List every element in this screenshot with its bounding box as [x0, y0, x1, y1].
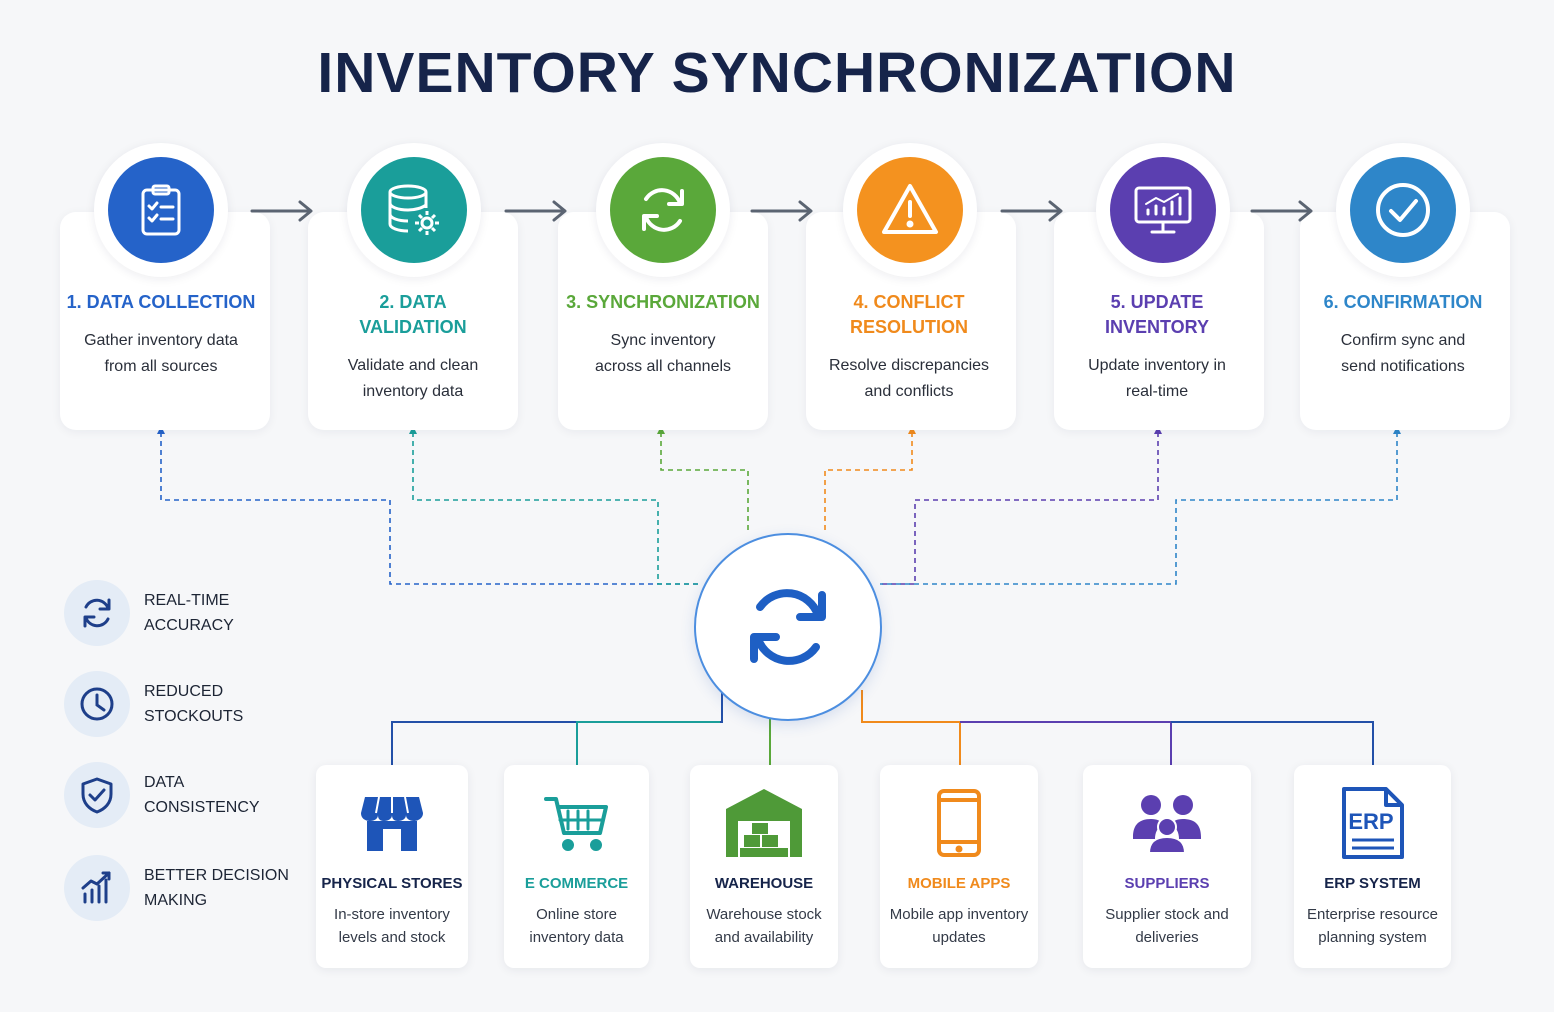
benefit-better-decision-making: BETTER DECISION MAKING	[64, 855, 324, 921]
step-5-badge	[1096, 143, 1230, 277]
step-5-desc: Update inventory in real-time	[1088, 357, 1226, 400]
sync-hub	[694, 533, 882, 721]
erp-icon-text: ERP	[1348, 809, 1393, 834]
check-circle-icon	[1376, 183, 1430, 237]
step-4-badge	[843, 143, 977, 277]
source-e-commerce: E COMMERCE Online store inventory data	[504, 765, 649, 968]
step-6-text: 6. CONFIRMATION Confirm sync and send no…	[1288, 290, 1518, 380]
step-2-desc: Validate and clean inventory data	[347, 357, 479, 400]
source-desc: In-store inventory levels and stock	[334, 906, 450, 946]
connector-source-4	[861, 690, 961, 767]
sync-hub-icon	[750, 589, 826, 665]
step-1-desc: Gather inventory data from all sources	[84, 332, 238, 375]
source-desc: Online store inventory data	[529, 906, 624, 946]
benefit-label: DATA CONSISTENCY	[144, 774, 260, 816]
arrow-right-icon	[504, 200, 567, 222]
benefit-reduced-stockouts: REDUCED STOCKOUTS	[64, 671, 324, 737]
step-2-badge	[347, 143, 481, 277]
shopping-cart-icon	[543, 796, 608, 851]
connector-source-1	[391, 690, 723, 767]
sync-arrows-icon	[642, 188, 684, 232]
connector-source-6	[1171, 721, 1374, 767]
source-title: ERP SYSTEM	[1324, 875, 1421, 892]
connector-step-2	[412, 432, 700, 585]
step-4-title: 4. CONFLICT RESOLUTION	[849, 292, 968, 337]
source-title: WAREHOUSE	[714, 875, 814, 892]
step-3-text: 3. SYNCHRONIZATION Sync inventory across…	[548, 290, 778, 380]
step-2-title: 2. DATA VALIDATION	[359, 292, 467, 337]
storefront-icon	[361, 796, 423, 851]
source-suppliers: SUPPLIERS Supplier stock and deliveries	[1083, 765, 1251, 968]
source-desc: Enterprise resource planning system	[1307, 906, 1438, 946]
source-mobile-apps: MOBILE APPS Mobile app inventory updates	[880, 765, 1038, 968]
monitor-chart-icon	[1134, 186, 1192, 234]
connector-step-4	[824, 432, 913, 534]
step-6-desc: Confirm sync and send notifications	[1340, 332, 1466, 375]
arrow-right-icon	[250, 200, 313, 222]
step-3-title: 3. SYNCHRONIZATION	[566, 292, 760, 312]
connector-source-5	[960, 721, 1172, 767]
source-physical-stores: PHYSICAL STORES In-store inventory level…	[316, 765, 468, 968]
source-title: PHYSICAL STORES	[321, 875, 463, 892]
step-1-title: 1. DATA COLLECTION	[66, 292, 256, 312]
page-title: INVENTORY SYNCHRONIZATION	[317, 41, 1237, 105]
clipboard-checklist-icon	[141, 184, 181, 236]
shield-check-icon	[81, 777, 113, 814]
benefit-label: REDUCED STOCKOUTS	[144, 683, 244, 725]
source-title: E COMMERCE	[524, 875, 629, 892]
connector-step-5	[878, 432, 1159, 585]
step-3-desc: Sync inventory across all channels	[594, 332, 732, 375]
step-4-desc: Resolve discrepancies and conflicts	[828, 357, 990, 400]
clock-icon	[80, 687, 114, 721]
refresh-icon	[83, 598, 111, 628]
source-desc: Warehouse stock and availability	[706, 906, 822, 946]
connector-step-3	[660, 432, 749, 534]
benefit-label: REAL-TIME ACCURACY	[144, 592, 234, 634]
step-2-text: 2. DATA VALIDATION Validate and clean in…	[298, 290, 528, 405]
step-6-badge	[1336, 143, 1470, 277]
connector-source-2	[576, 721, 720, 767]
step-1-text: 1. DATA COLLECTION Gather inventory data…	[46, 290, 276, 380]
source-title: MOBILE APPS	[907, 875, 1011, 892]
step-1-badge	[94, 143, 228, 277]
source-desc: Supplier stock and deliveries	[1105, 906, 1229, 946]
benefit-data-consistency: DATA CONSISTENCY	[64, 762, 324, 828]
people-group-icon	[1133, 794, 1201, 854]
erp-document-icon: ERP	[1341, 786, 1404, 859]
database-gear-icon	[388, 184, 439, 235]
warning-triangle-icon	[882, 184, 938, 234]
arrow-right-icon	[1250, 200, 1313, 222]
step-5-title: 5. UPDATE INVENTORY	[1104, 292, 1210, 337]
smartphone-icon	[937, 788, 981, 857]
source-warehouse: WAREHOUSE Warehouse stock and availabili…	[690, 765, 838, 968]
source-desc: Mobile app inventory updates	[889, 906, 1029, 946]
step-5-text: 5. UPDATE INVENTORY Update inventory in …	[1042, 290, 1272, 405]
arrow-right-icon	[1000, 200, 1063, 222]
benefit-real-time-accuracy: REAL-TIME ACCURACY	[64, 580, 324, 646]
bar-chart-trend-icon	[81, 871, 111, 904]
step-6-title: 6. CONFIRMATION	[1323, 292, 1483, 312]
warehouse-icon	[726, 788, 802, 857]
connector-step-6	[880, 432, 1398, 585]
connector-step-1	[160, 432, 698, 585]
benefit-label: BETTER DECISION MAKING	[144, 867, 289, 909]
step-3-badge	[596, 143, 730, 277]
source-title: SUPPLIERS	[1124, 875, 1210, 892]
source-erp-system: ERP ERP SYSTEM Enterprise resource plann…	[1294, 765, 1451, 968]
arrow-right-icon	[750, 200, 813, 222]
step-4-text: 4. CONFLICT RESOLUTION Resolve discrepan…	[794, 290, 1024, 405]
